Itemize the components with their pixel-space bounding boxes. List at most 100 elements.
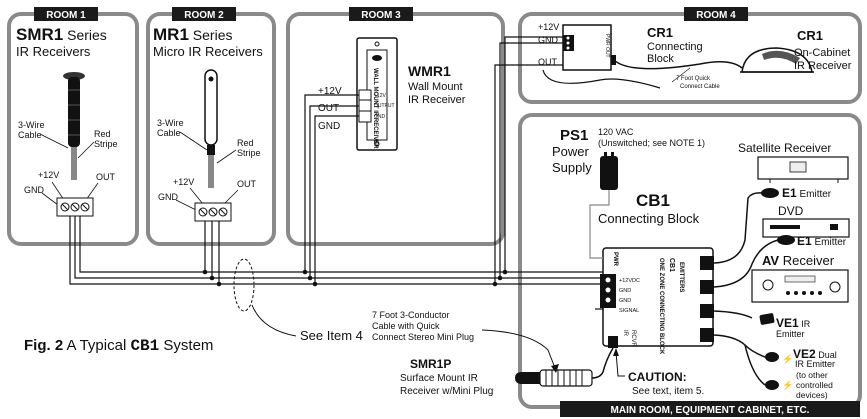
bus-wires: [69, 36, 603, 310]
svg-text:VE1 IR: VE1 IR: [776, 316, 811, 330]
smr1-code: SMR1: [16, 25, 63, 44]
av-suffix: Receiver: [779, 253, 835, 268]
smr1p-l1: Surface Mount IR: [400, 373, 478, 384]
satellite-receiver: [757, 156, 849, 183]
fig-code: CB1: [130, 337, 159, 355]
room1-tab: ROOM 1: [46, 10, 86, 21]
mr1-title-suffix: Series: [189, 27, 233, 43]
smr1p-code: SMR1P: [410, 357, 451, 371]
main-room-tab: MAIN ROOM, EQUIPMENT CABINET, ETC.: [611, 405, 810, 416]
wmr1-code: WMR1: [408, 63, 451, 79]
av-code: AV: [762, 253, 779, 268]
ps1-l2: Supply: [552, 160, 592, 175]
svg-text:SMR1 Series: SMR1 Series: [16, 25, 107, 44]
room4-out: OUT: [538, 57, 558, 67]
cr1-rx-l2: IR Receiver: [794, 60, 852, 72]
smr1p-receiver: [515, 347, 614, 387]
svg-text:VE2 Dual: VE2 Dual: [793, 347, 837, 361]
ps1-l1: Power: [552, 144, 590, 159]
fig-mid: A Typical: [63, 337, 130, 354]
cr1-rx-l1: On-Cabinet: [794, 47, 850, 59]
room2-content: MR1 Series Micro IR Receivers 3-Wire Cab…: [153, 25, 263, 222]
caution-title: CAUTION:: [628, 370, 687, 384]
smr1-cable-l1: 3-Wire: [18, 120, 45, 130]
ve1-code: VE1: [776, 316, 799, 330]
smr1-gnd: GND: [24, 185, 45, 195]
wmr1-term-out: OUTPUT: [374, 103, 395, 109]
svg-text:Fig. 2 A Typical CB1 System: Fig. 2 A Typical CB1 System: [24, 337, 213, 355]
mr1-stripe-l2: Stripe: [237, 148, 261, 158]
smr1-cable-l2: Cable: [18, 130, 42, 140]
room-tabs: ROOM 1 ROOM 2 ROOM 3 ROOM 4 MAIN ROOM, E…: [34, 7, 860, 417]
smr1-stripe-l1: Red: [94, 129, 111, 139]
smr1-subtitle: IR Receivers: [16, 44, 91, 59]
av-receiver: [751, 269, 849, 303]
mr1-gnd: GND: [158, 192, 179, 202]
mr1-receiver: [204, 69, 218, 155]
room3-tab: ROOM 3: [361, 10, 401, 21]
wmr1-gnd: GND: [318, 121, 340, 132]
cr1-receiver: [740, 47, 814, 73]
cr1-block-l2: Block: [647, 53, 674, 65]
room3-content: WALL MOUNT IR RECEIVER +12V OUTPUT GND W…: [318, 37, 466, 151]
smr1-title-suffix: Series: [63, 27, 107, 43]
e1a-code: E1: [782, 186, 797, 200]
cr1-block: PWR OUT: [562, 24, 616, 71]
smr1-v12: +12V: [38, 170, 59, 180]
room4-tab: ROOM 4: [696, 10, 736, 21]
svg-text:⚡: ⚡: [782, 353, 793, 365]
cb1-emitters: EMITTERS: [678, 262, 684, 292]
cr1-block-code: CR1: [647, 25, 673, 40]
ps1-note-l1: 120 VAC: [598, 127, 634, 137]
main-room-content: PS1 Power Supply 120 VAC (Unswitched; se…: [400, 127, 850, 400]
other-l3: devices): [796, 390, 828, 400]
smr1-receiver: [63, 72, 85, 147]
cable3-l3: Connect Stereo Mini Plug: [372, 332, 474, 342]
cable3-l2: Cable with Quick: [372, 321, 440, 331]
cb1-t-gnd1: GND: [619, 288, 631, 294]
ve2-code: VE2: [793, 347, 816, 361]
e1b-suffix: Emitter: [812, 237, 847, 248]
e1b-code: E1: [797, 234, 812, 248]
cb1-pwr: PWR: [612, 252, 618, 267]
e1a-suffix: Emitter: [797, 189, 832, 200]
sat-label: Satellite Receiver: [738, 141, 831, 155]
other-l2: controlled: [796, 380, 833, 390]
wmr1-line1: Wall Mount: [408, 81, 463, 93]
smr1-terminal-block: [56, 197, 94, 217]
svg-text:E1 Emitter: E1 Emitter: [797, 234, 847, 248]
cb1-block-code: CB1: [668, 258, 675, 272]
smr1p-l2: Receiver w/Mini Plug: [400, 386, 493, 397]
fig-suffix: System: [159, 337, 213, 354]
mr1-cable-l1: 3-Wire: [157, 118, 184, 128]
cr1-cable-l2: Connect Cable: [680, 84, 720, 90]
room4-gnd: GND: [538, 35, 559, 45]
wmr1-term-gnd: GND: [374, 114, 386, 120]
wmr1-plate: WALL MOUNT IR RECEIVER +12V OUTPUT GND: [356, 37, 398, 151]
room4-v12: +12V: [538, 22, 559, 32]
room1-content: SMR1 Series IR Receivers 3-Wire Cable Re…: [16, 25, 118, 217]
ve1-l2: Emitter: [776, 329, 805, 339]
mr1-out: OUT: [237, 179, 257, 189]
cb1-block: PWR +12VDC GND GND SIGNAL ONE ZONE CONNE…: [600, 247, 714, 355]
item4-marker: [233, 258, 255, 312]
cr1-block-l1: Connecting: [647, 41, 703, 53]
mr1-cable-l2: Cable: [157, 128, 181, 138]
cb1-rcvr-l1: IR: [622, 330, 628, 337]
svg-text:⚡: ⚡: [782, 379, 793, 391]
cr1-cable-l1: 7 Foot Quick: [676, 76, 711, 82]
wmr1-v12: +12V: [318, 86, 342, 97]
cb1-rcvr-l2: RCVR: [630, 330, 636, 348]
wmr1-term-12: +12V: [374, 93, 386, 99]
cb1-label: Connecting Block: [598, 211, 700, 226]
ps1-code: PS1: [560, 127, 588, 144]
mr1-stripe-l1: Red: [237, 138, 254, 148]
cable3-l1: 7 Foot 3-Conductor: [372, 310, 450, 320]
cr1-pwr-out: PWR OUT: [604, 34, 610, 58]
svg-text:E1 Emitter: E1 Emitter: [782, 186, 832, 200]
smr1-out: OUT: [96, 172, 116, 182]
ps1-note-l2: (Unswitched; see NOTE 1): [598, 138, 705, 148]
mr1-terminal-block: [194, 202, 232, 222]
svg-text:MR1 Series: MR1 Series: [153, 25, 232, 44]
